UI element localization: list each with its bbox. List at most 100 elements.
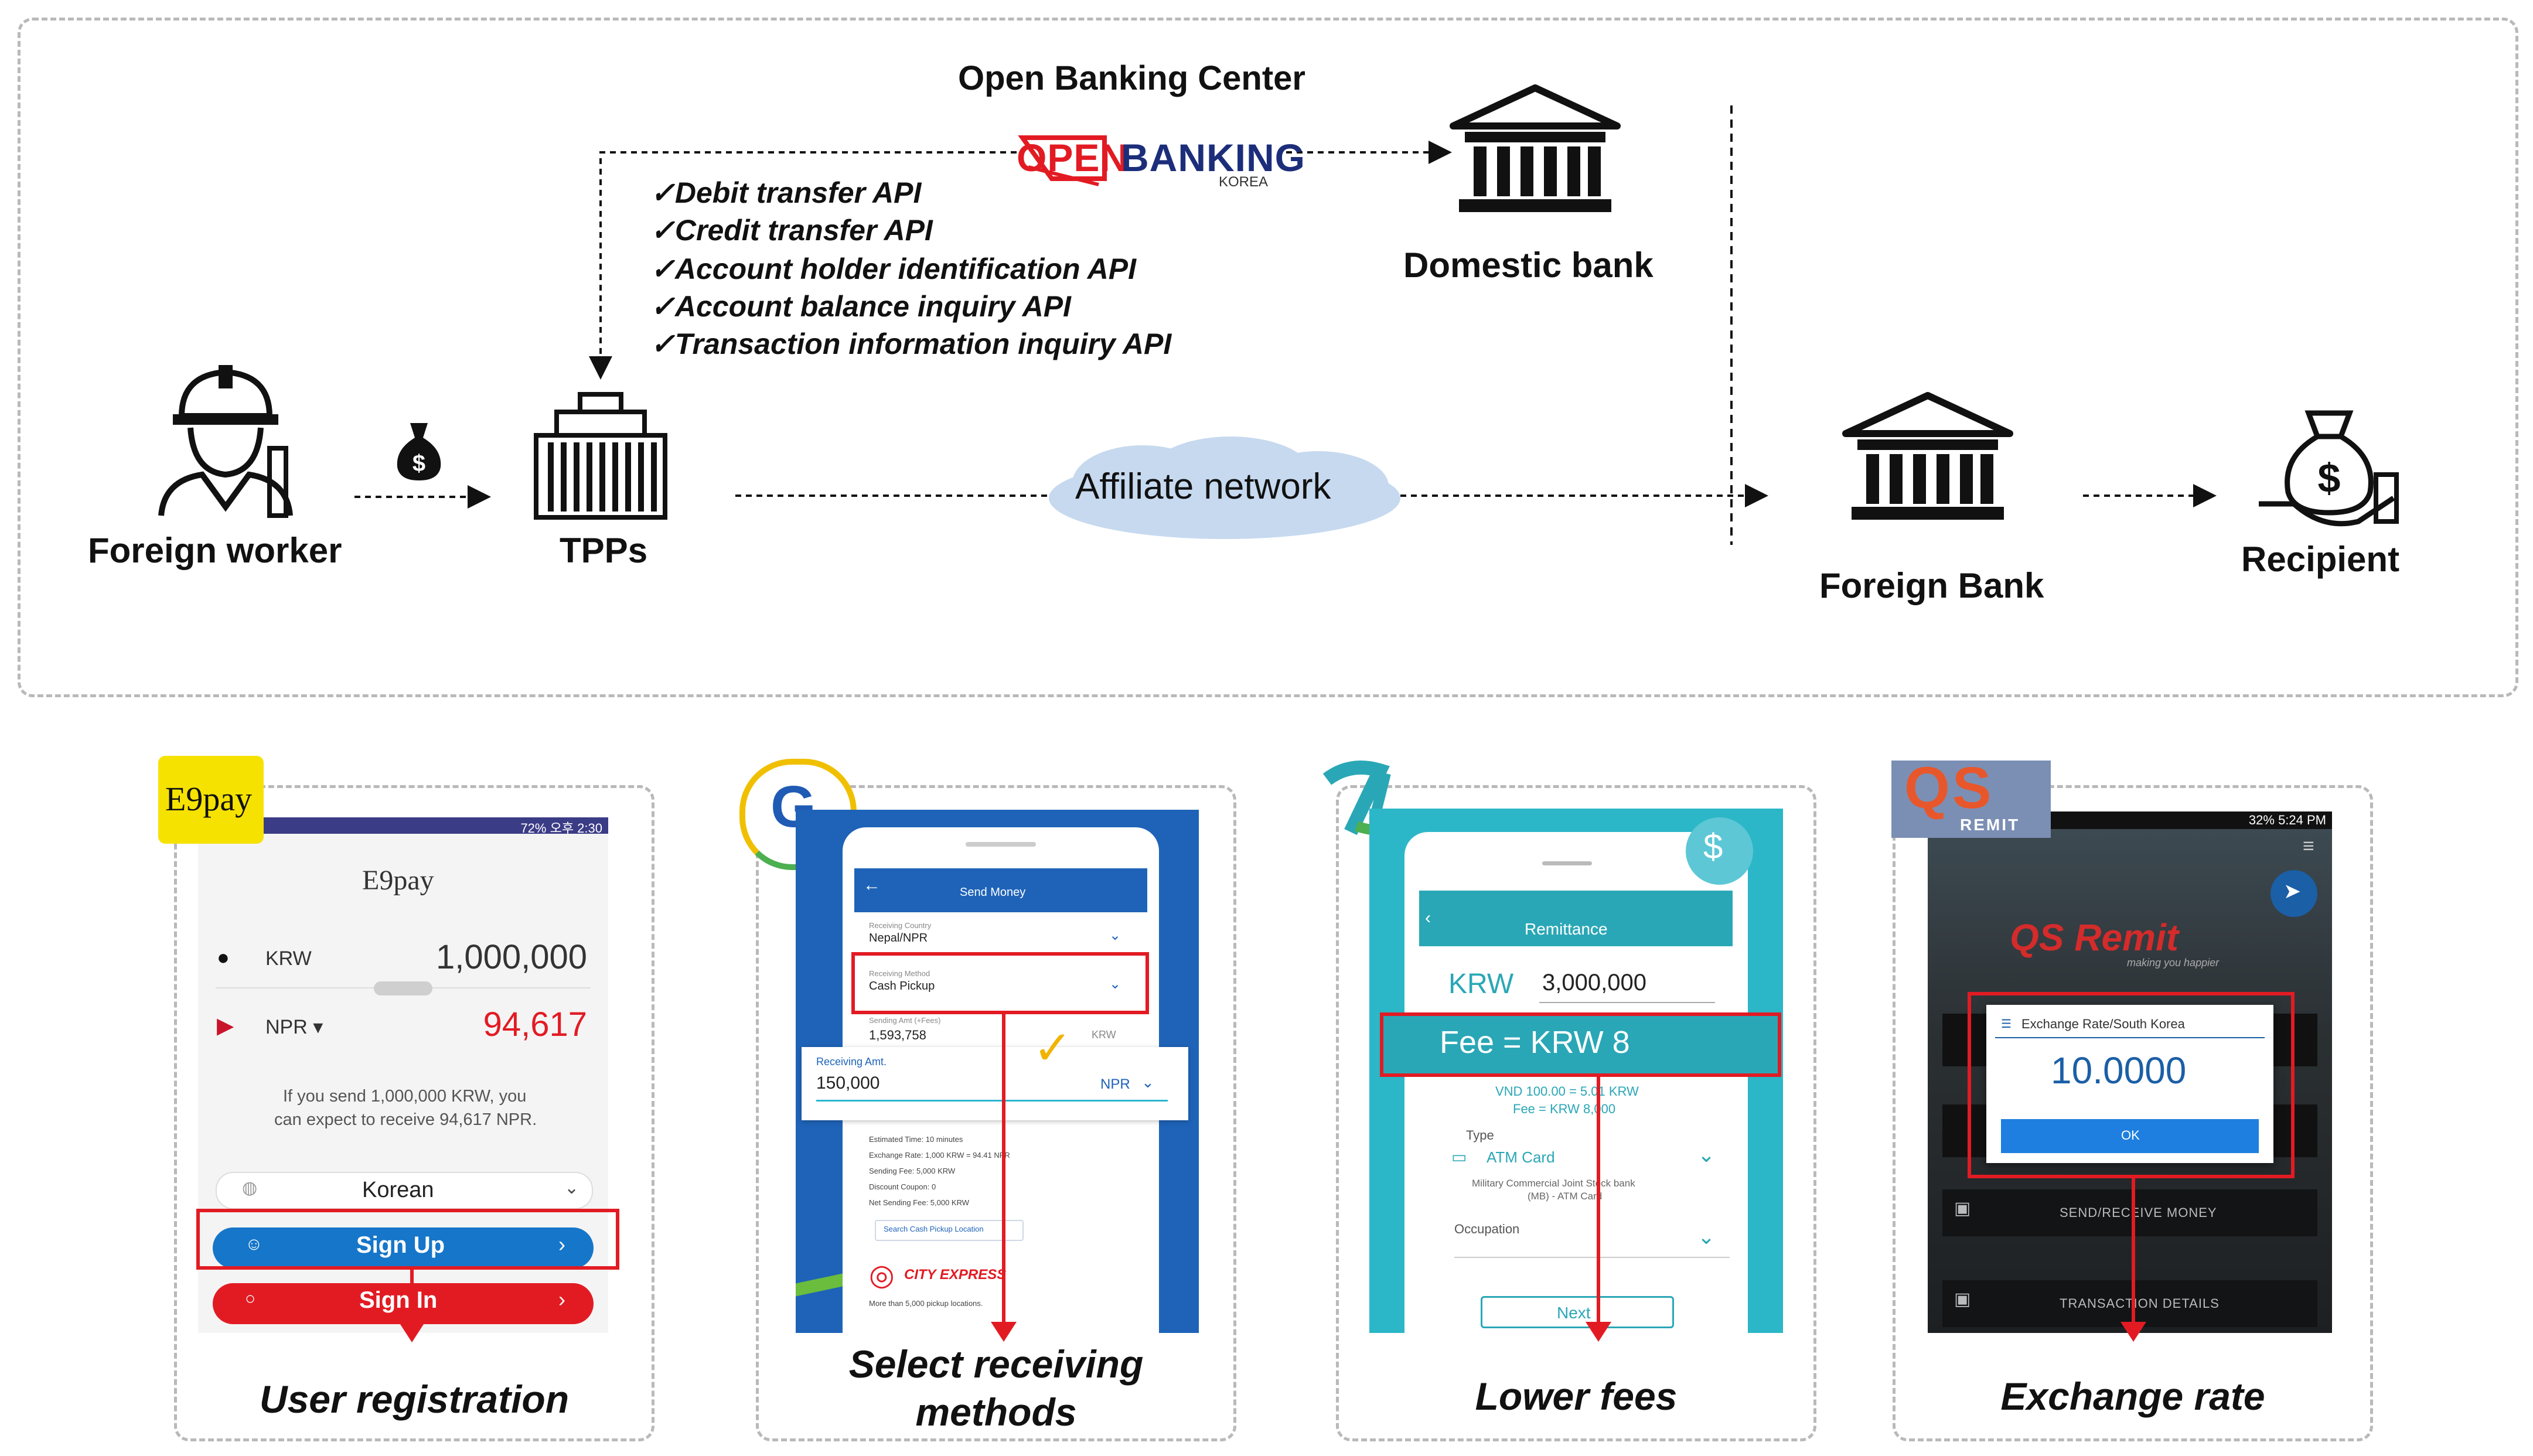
qs-logo-bottom: REMIT: [1960, 816, 2020, 834]
foreign-worker-icon: [158, 365, 293, 518]
ok-button[interactable]: [2001, 1119, 2259, 1153]
krw-code: KRW: [265, 947, 312, 970]
exchange-rate-value: 10.0000: [2051, 1049, 2187, 1092]
bank-line-1: Military Commercial Joint Stock bank: [1472, 1178, 1635, 1189]
hand-pointer-icon: ✓: [1033, 1022, 1073, 1074]
field-label: Receiving Method: [869, 969, 930, 978]
chevron-down-icon: ⌄: [564, 1178, 579, 1198]
back-arrow-icon[interactable]: ←: [863, 875, 881, 895]
search-location-button[interactable]: [875, 1220, 1024, 1241]
header-title: Send Money: [960, 886, 1026, 899]
country-value[interactable]: Nepal/NPR: [869, 932, 928, 944]
caption-line-2: methods: [915, 1390, 1077, 1434]
speaker: [1542, 861, 1592, 865]
detail-line: Exchange Rate: 1,000 KRW = 94.41 NPR: [869, 1151, 1010, 1160]
panel-frame-receiving: [756, 785, 1236, 1441]
dollar-shield-icon: $: [1703, 827, 1723, 866]
signup-button[interactable]: [213, 1227, 594, 1269]
receiving-label: Receiving Amt.: [816, 1056, 887, 1068]
amount-input[interactable]: 3,000,000: [1542, 970, 1646, 995]
api-item: ✓Debit transfer API: [650, 176, 922, 209]
bank-line-2: (MB) - ATM Card: [1528, 1191, 1603, 1202]
qs-remit-logo: [1891, 761, 2051, 838]
caption-exchange-rate: Exchange rate: [2000, 1375, 2265, 1418]
menu-transactions-label: TRANSACTION DETAILS: [2060, 1296, 2220, 1311]
npr-amount: 94,617: [483, 1005, 587, 1044]
highlight-exchange-rate: [1968, 992, 2295, 1178]
app-header: [1419, 891, 1733, 946]
info-line-2: can expect to receive 94,617 NPR.: [274, 1110, 537, 1129]
connector-center-to-tpps: [589, 151, 1017, 380]
money-icon: ▣: [1954, 1290, 1971, 1309]
fee-banner-text: Fee = KRW 8: [1440, 1025, 1630, 1060]
menu-send-receive[interactable]: [1942, 1189, 2317, 1236]
chevron-right-icon: ›: [558, 1287, 565, 1311]
search-location-label: Search Cash Pickup Location: [884, 1225, 984, 1233]
openbanking-logo-shape: [1018, 135, 1107, 186]
qs-remit-screen: 32% 5:24 PM ≡ ➤ QS Remit making you happ…: [1928, 811, 2332, 1333]
menu-icon[interactable]: ≡: [2303, 835, 2314, 857]
api-item: ✓Credit transfer API: [650, 214, 933, 247]
npr-code[interactable]: NPR ▾: [265, 1016, 323, 1038]
tagline: making you happier: [2127, 957, 2220, 969]
foreign-worker-label: Foreign worker: [88, 531, 342, 570]
flag-icon: ☰: [2001, 1018, 2012, 1031]
menu-send-receive-label: SEND/RECEIVE MONEY: [2060, 1205, 2217, 1220]
app-title: E9pay: [362, 865, 434, 896]
detail-line: Discount Coupon: 0: [869, 1182, 936, 1191]
caption-line-1: Select receiving: [848, 1342, 1144, 1386]
brand-name: CITY EXPRESS: [904, 1267, 1007, 1283]
foreign-bank-icon: [1842, 392, 2013, 520]
swap-badge[interactable]: [374, 981, 432, 995]
e9pay-screen: 72% 오후 2:30 E9pay ● KRW 1,000,000 ▶ NPR …: [198, 817, 608, 1333]
kr-flag-icon: ●: [217, 945, 230, 969]
status-bar: [198, 817, 608, 834]
chevron-down-icon: ⌄: [1141, 1073, 1154, 1091]
chevron-down-icon: ⌄: [1697, 1143, 1716, 1167]
krw-amount[interactable]: 1,000,000: [435, 938, 587, 976]
method-value[interactable]: Cash Pickup: [869, 980, 935, 993]
svg-text:$: $: [412, 451, 425, 476]
callout-arrow-line: [2132, 1178, 2135, 1322]
highlight-receiving-method: [851, 952, 1149, 1014]
menu-transactions[interactable]: [1942, 1280, 2317, 1327]
status-text: 72% 오후 2:30: [520, 821, 602, 836]
send-fab[interactable]: [2271, 870, 2317, 917]
sending-value[interactable]: 1,593,758: [869, 1028, 926, 1042]
callout-arrow-head: [991, 1322, 1017, 1342]
language-value: Korean: [362, 1178, 434, 1202]
send-money-screen: ← Send Money Receiving Country Nepal/NPR…: [796, 810, 1199, 1333]
transfer-badge: [1686, 817, 1753, 885]
tpps-label: TPPs: [560, 531, 648, 570]
svg-text:$: $: [2318, 455, 2341, 501]
back-arrow-icon[interactable]: ‹: [1425, 908, 1431, 928]
amount-underline: [1539, 1002, 1715, 1003]
highlight-signup: [196, 1209, 619, 1270]
next-button[interactable]: [1481, 1296, 1674, 1328]
money-icon: ▣: [1954, 1199, 1971, 1218]
foreign-bank-label: Foreign Bank: [1819, 566, 2044, 605]
logo-open-text: OPEN: [1017, 136, 1129, 179]
card-icon: ▭: [1451, 1148, 1467, 1166]
caption-lower-fees: Lower fees: [1475, 1375, 1678, 1418]
status-text: 32% 5:24 PM: [2248, 813, 2326, 827]
panel-frame-registration: [174, 785, 654, 1441]
e9pay-logo: [158, 756, 264, 844]
callout-arrow-head: [1586, 1322, 1611, 1342]
info-line-1: If you send 1,000,000 KRW, you: [283, 1087, 527, 1106]
panel-frame-exchange: [1893, 785, 2373, 1441]
type-value[interactable]: ATM Card: [1487, 1148, 1555, 1166]
receiving-currency[interactable]: NPR: [1100, 1076, 1130, 1092]
callout-arrow-line: [410, 1270, 414, 1322]
caption-user-registration: User registration: [259, 1377, 570, 1421]
occupation-underline: [1454, 1257, 1730, 1258]
signin-label: Sign In: [359, 1287, 438, 1313]
logo-banking-text: BANKING: [1121, 136, 1305, 179]
type-label: Type: [1466, 1128, 1494, 1143]
panel-frame-fees: [1336, 785, 1816, 1441]
city-express-logo-icon: ◎: [869, 1259, 895, 1291]
user-icon: ☺: [245, 1235, 263, 1254]
next-label: Next: [1557, 1304, 1591, 1322]
signin-button[interactable]: [213, 1283, 594, 1324]
receiving-value[interactable]: 150,000: [816, 1073, 880, 1093]
